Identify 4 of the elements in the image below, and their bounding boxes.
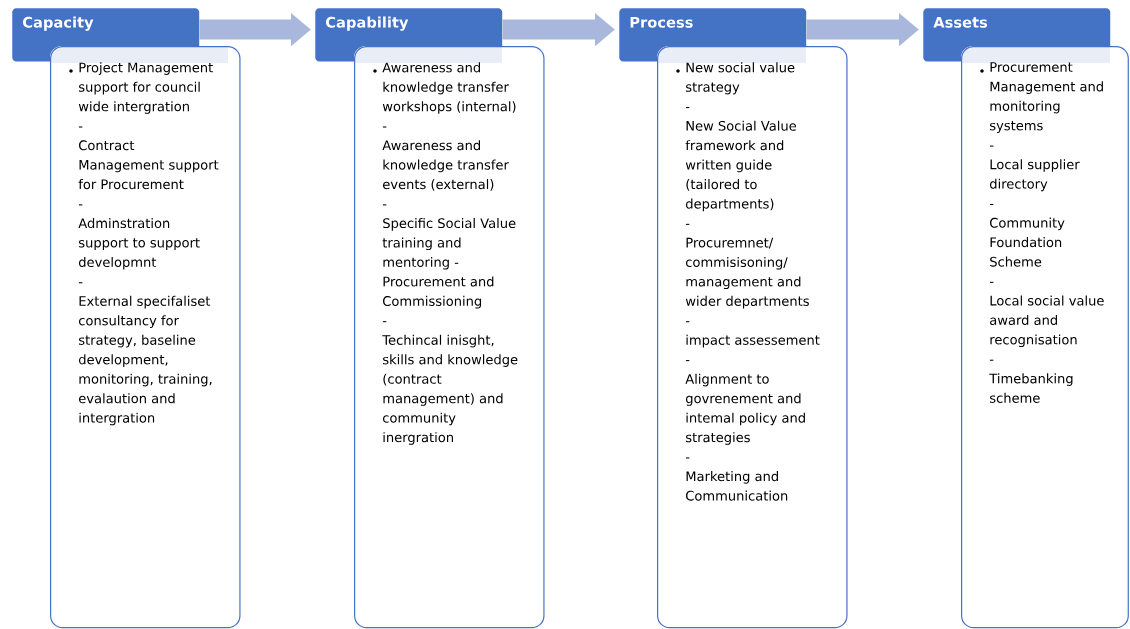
- list-box: New social value strategy - New Social Value framework and written guide (tailored to departments) - Procuremnet/commisisoning/management and wider departments - impact assessement - Alignment to govrenement and intemal policy and strategies - Marketing and Communication: [657, 46, 848, 629]
- list-box: Project Management support for council wide intergration - Contract Management support for Procurement - Adminstration support to support developmnt - External specifaliset consultancy for strategy, baseline development, monitoring, training, evalaution and intergration: [50, 46, 241, 629]
- list-box: Procurement Management and monitoring systems - Local supplier directory - Community Foundation Scheme - Local social value award and recognisation - Timebanking scheme: [961, 46, 1129, 629]
- list-box: Awareness and knowledge transfer workshops (internal) - Awareness and knowledge transfer events (external) - Specific Social Value training and mentoring - Procurement and Commissioning - Techincal inisght, skills and knowledge (contract management) and community inergration: [354, 46, 545, 629]
